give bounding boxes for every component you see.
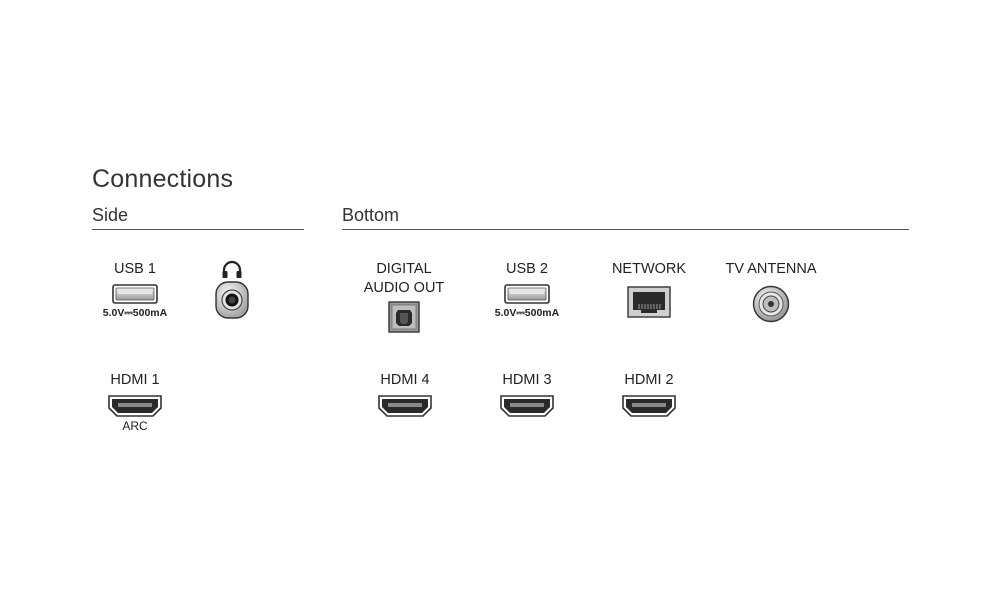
hdmi-port-icon xyxy=(622,395,676,417)
hdmi1-label: HDMI 1 xyxy=(110,372,160,388)
usb2-spec: 5.0V⎓500mA xyxy=(494,307,560,319)
hdmi4-label: HDMI 4 xyxy=(380,372,430,388)
digital-audio-out-label-line2: AUDIO OUT xyxy=(363,280,445,296)
usb-port-icon xyxy=(112,284,158,304)
section-side-divider xyxy=(92,229,304,230)
headphone-jack-icon xyxy=(215,281,249,319)
usb1-spec: 5.0V⎓500mA xyxy=(102,307,168,319)
page-title: Connections xyxy=(92,165,234,193)
hdmi3-label: HDMI 3 xyxy=(502,372,552,388)
section-bottom-heading: Bottom xyxy=(342,205,400,225)
optical-port-icon xyxy=(388,301,420,333)
hdmi1-arc-label: ARC xyxy=(122,419,148,433)
section-bottom-divider xyxy=(342,229,909,230)
hdmi-port-icon xyxy=(500,395,554,417)
usb2-label: USB 2 xyxy=(506,261,548,277)
section-side-heading: Side xyxy=(92,205,129,225)
ethernet-port-icon xyxy=(627,286,671,318)
headphone-icon xyxy=(222,260,242,278)
antenna-port-icon xyxy=(752,285,790,323)
hdmi-port-icon xyxy=(108,395,162,417)
network-label: NETWORK xyxy=(611,261,687,277)
hdmi-port-icon xyxy=(378,395,432,417)
hdmi2-label: HDMI 2 xyxy=(624,372,674,388)
tv-antenna-label: TV ANTENNA xyxy=(725,261,817,277)
digital-audio-out-label-line1: DIGITAL xyxy=(376,261,432,277)
usb-port-icon xyxy=(504,284,550,304)
usb1-label: USB 1 xyxy=(114,261,156,277)
